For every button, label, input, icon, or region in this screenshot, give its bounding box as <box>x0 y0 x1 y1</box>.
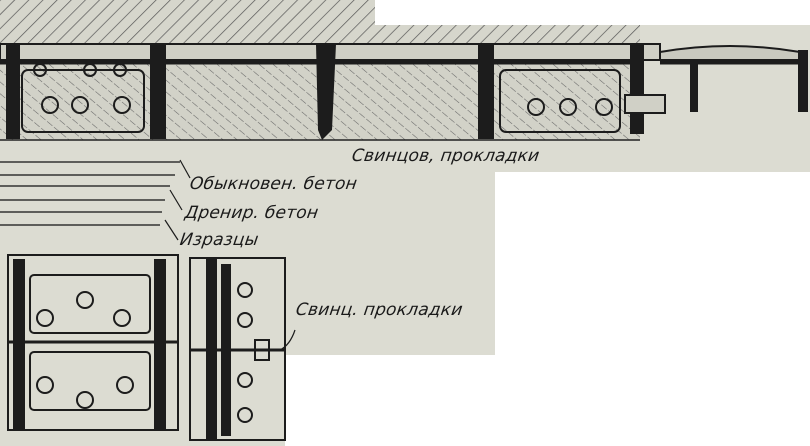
label-drainage-concrete: Дренир. бетон <box>183 203 320 223</box>
leader-lines <box>164 159 296 351</box>
plan-detail-left <box>7 254 179 431</box>
label-lead-gaskets-bottom: Свинц. прокладки <box>294 300 464 320</box>
bolt-blocks-top <box>21 63 666 133</box>
ribs <box>6 44 808 140</box>
label-ordinary-concrete: Обыкновен. бетон <box>188 174 359 194</box>
label-tiles: Изразцы <box>178 230 260 250</box>
section-detail-middle <box>189 257 286 441</box>
label-lead-gaskets-top: Свинцов, прокладки <box>350 146 541 166</box>
layer-lines <box>0 161 180 226</box>
